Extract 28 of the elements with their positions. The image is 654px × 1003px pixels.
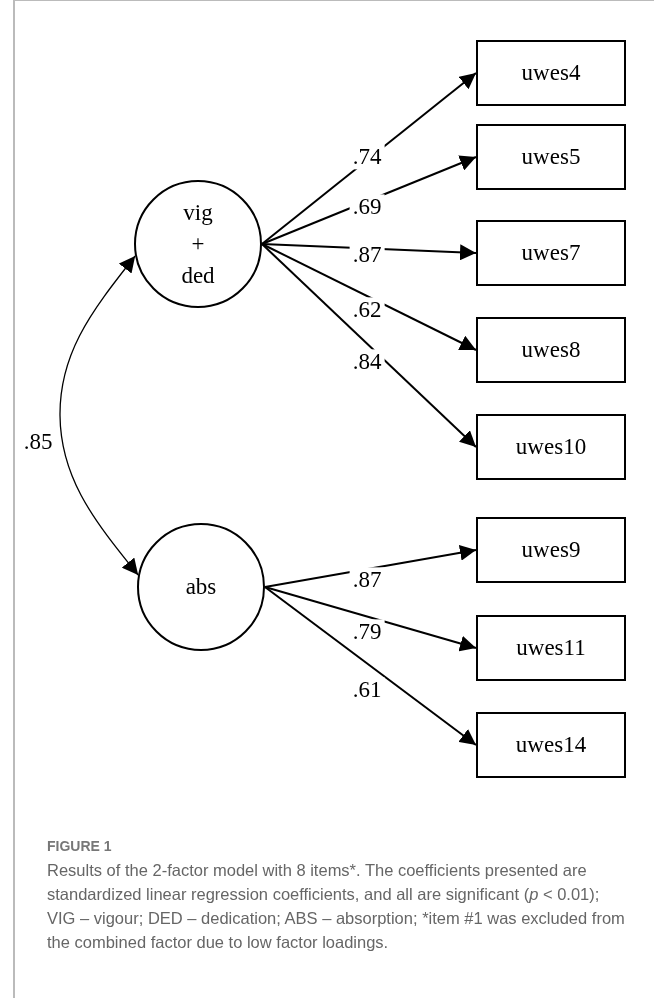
arrow xyxy=(264,586,477,652)
arrow xyxy=(264,586,477,746)
node-label: uwes10 xyxy=(515,433,587,462)
node-label: vig xyxy=(183,199,213,228)
node-label: uwes11 xyxy=(516,634,586,663)
node-label: uwes8 xyxy=(521,336,581,365)
item-box xyxy=(476,40,626,106)
item-box xyxy=(476,615,626,681)
item-box xyxy=(476,414,626,480)
figure-title: FIGURE 1 xyxy=(47,838,112,854)
figure-caption: Results of the 2-factor model with 8 items*. The coefficients presented are standardized linear regression coefficients, and all are significant (p < 0.01); VIG – vigour; DED – dedication; ABS – absorption; *item #1 was excluded from the combined factor due to low factor loadings. xyxy=(47,860,626,953)
item-box xyxy=(476,124,626,190)
arrow xyxy=(261,243,477,448)
arrow xyxy=(59,255,139,576)
node-label: uwes9 xyxy=(521,536,581,565)
node-label: uwes14 xyxy=(515,731,587,760)
arrow xyxy=(261,243,477,351)
node-label: ded xyxy=(181,261,215,290)
node-label: + xyxy=(191,230,205,259)
item-box xyxy=(476,517,626,583)
node-label: uwes7 xyxy=(521,239,581,268)
node-label: abs xyxy=(185,573,217,602)
arrow xyxy=(264,544,477,588)
item-box xyxy=(476,712,626,778)
item-box xyxy=(476,317,626,383)
node-label: uwes4 xyxy=(521,59,581,88)
item-box xyxy=(476,220,626,286)
node-label: uwes5 xyxy=(521,143,581,172)
